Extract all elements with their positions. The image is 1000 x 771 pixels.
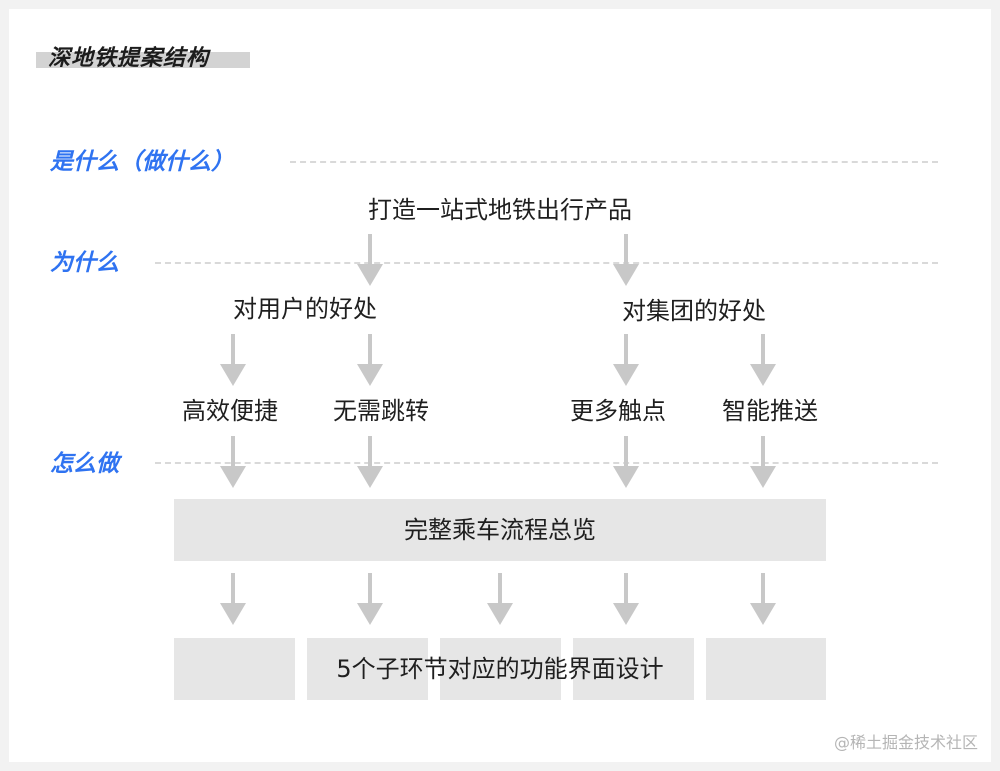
dashed-divider-how	[155, 462, 938, 464]
arrow-user-to-nojump	[357, 334, 383, 386]
node-group-benefit: 对集团的好处	[622, 297, 766, 325]
overview-label: 完整乘车流程总览	[404, 516, 596, 544]
arrow-overview-to-step-3	[487, 573, 513, 625]
section-label-what: 是什么（做什么）	[50, 149, 234, 175]
arrow-goal-to-user	[357, 234, 383, 286]
arrow-group-to-push	[750, 334, 776, 386]
sub-step-box-5	[706, 638, 826, 700]
diagram-title: 深地铁提案结构	[36, 40, 250, 71]
arrow-group-to-touch	[613, 334, 639, 386]
diagram-canvas	[9, 9, 991, 762]
node-efficient: 高效便捷	[182, 397, 278, 425]
node-no-jump: 无需跳转	[333, 397, 429, 425]
arrow-touch-to-overview	[613, 436, 639, 488]
title-highlight-bar	[36, 52, 250, 68]
arrow-overview-to-step-1	[220, 573, 246, 625]
watermark: @稀土掘金技术社区	[833, 733, 978, 752]
sub-step-box-4	[573, 638, 694, 700]
node-more-touch: 更多触点	[570, 397, 666, 425]
arrow-overview-to-step-5	[750, 573, 776, 625]
arrow-goal-to-group	[613, 234, 639, 286]
arrow-nojump-to-overview	[357, 436, 383, 488]
arrow-user-to-efficient	[220, 334, 246, 386]
node-smart-push: 智能推送	[722, 397, 818, 425]
arrow-overview-to-step-2	[357, 573, 383, 625]
title-text: 深地铁提案结构	[48, 46, 210, 71]
node-goal: 打造一站式地铁出行产品	[368, 196, 632, 224]
sub-step-box-3	[440, 638, 561, 700]
sub-step-box-2	[307, 638, 428, 700]
design-label: 5个子环节对应的功能界面设计	[336, 655, 664, 683]
arrow-efficient-to-overview	[220, 436, 246, 488]
section-label-how: 怎么做	[50, 451, 119, 477]
arrow-overview-to-step-4	[613, 573, 639, 625]
node-user-benefit: 对用户的好处	[233, 295, 377, 323]
section-label-why: 为什么	[50, 250, 119, 276]
dashed-divider-what	[290, 161, 938, 163]
arrow-push-to-overview	[750, 436, 776, 488]
dashed-divider-why	[155, 262, 938, 264]
sub-step-box-1	[174, 638, 295, 700]
overview-box	[174, 499, 826, 561]
